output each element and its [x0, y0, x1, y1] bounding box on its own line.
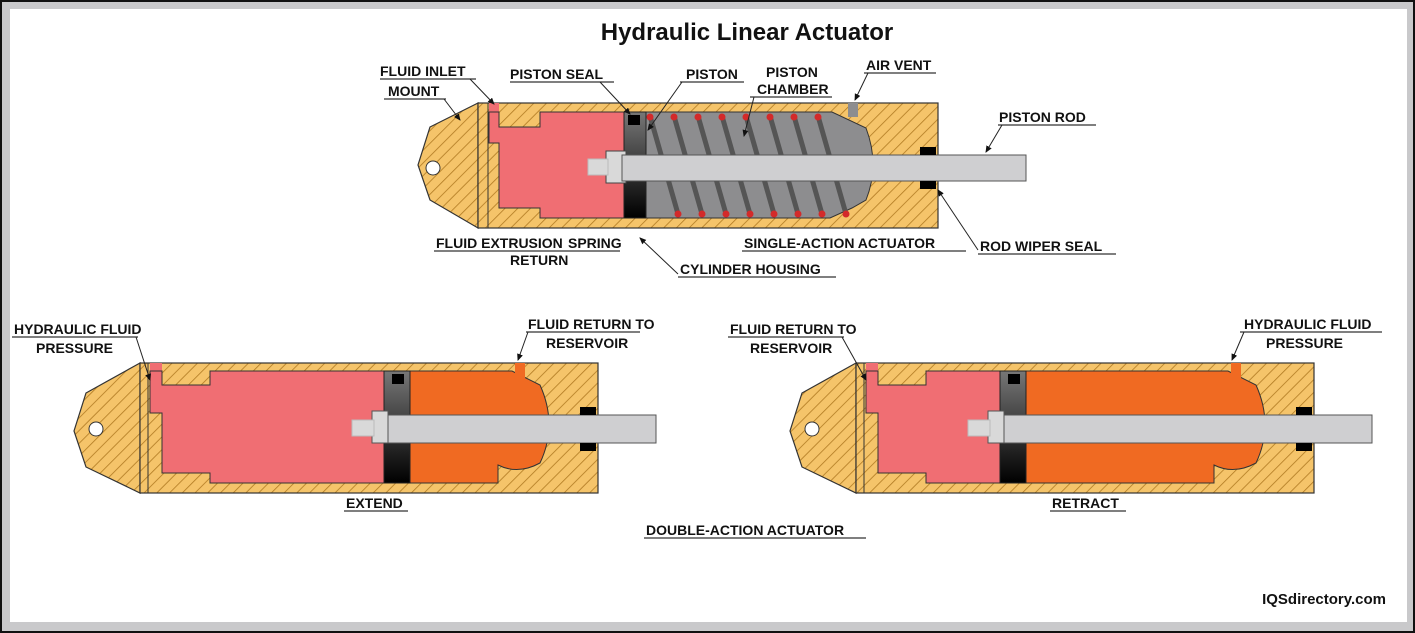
label-mount: MOUNT	[388, 83, 440, 99]
rod-wiper-seal	[920, 147, 936, 155]
label-rod-wiper-seal: ROD WIPER SEAL	[980, 238, 1103, 254]
label-single-action-actuator: SINGLE-ACTION ACTUATOR	[744, 235, 935, 251]
extend-right-label-line1: FLUID RETURN TO	[528, 316, 655, 332]
retract-right-label-line1: HYDRAULIC FLUID	[1244, 316, 1372, 332]
spring-coil-top	[790, 113, 798, 121]
rod-wiper-seal	[1296, 407, 1312, 415]
spring-coil-bottom	[722, 210, 730, 218]
label-piston: PISTON	[686, 66, 738, 82]
spring-coil-top	[670, 113, 678, 121]
retract-caption: RETRACT	[1052, 495, 1119, 511]
retract-left-label-line2: RESERVOIR	[750, 340, 832, 356]
mount-hole	[88, 421, 104, 437]
retract-right-label-line2: PRESSURE	[1266, 335, 1343, 351]
piston-seal	[392, 374, 404, 384]
rod-end	[351, 419, 375, 437]
double-action-retract	[789, 361, 1373, 494]
retract-left-label-line1: FLUID RETURN TO	[730, 321, 857, 337]
spring-coil-top	[646, 113, 654, 121]
spring-coil-top	[742, 113, 750, 121]
label-piston-chamber-line1: PISTON	[766, 64, 818, 80]
mount	[789, 361, 857, 494]
mount	[73, 361, 141, 494]
mount-hole	[425, 160, 441, 176]
extend-caption: EXTEND	[346, 495, 403, 511]
label-air-vent: AIR VENT	[866, 57, 932, 73]
label-piston-chamber-line2: CHAMBER	[757, 81, 829, 97]
spring-coil-bottom	[746, 210, 754, 218]
label-fluid-extrusion: FLUID EXTRUSION	[436, 235, 563, 251]
piston-rod	[1003, 414, 1373, 444]
label-piston-seal: PISTON SEAL	[510, 66, 604, 82]
extend-right-label-line2: RESERVOIR	[546, 335, 628, 351]
air-vent	[848, 103, 858, 117]
mount-hole	[804, 421, 820, 437]
spring-coil-bottom	[770, 210, 778, 218]
diagram-title: Hydraulic Linear Actuator	[601, 19, 894, 46]
label-piston-rod: PISTON ROD	[999, 109, 1086, 125]
label-fluid-inlet: FLUID INLET	[380, 63, 466, 79]
rod-wiper-seal-lower	[580, 443, 596, 451]
spring-coil-top	[694, 113, 702, 121]
label-cylinder-housing: CYLINDER HOUSING	[680, 261, 821, 277]
spring-coil-bottom	[794, 210, 802, 218]
rod-end	[967, 419, 991, 437]
rod-wiper-seal-lower	[920, 181, 936, 189]
rod-end	[587, 158, 609, 176]
extend-left-label-line1: HYDRAULIC FLUID	[14, 321, 142, 337]
spring-coil-bottom	[698, 210, 706, 218]
rod-wiper-seal	[580, 407, 596, 415]
piston-seal	[628, 115, 640, 125]
spring-coil-bottom	[674, 210, 682, 218]
fluid-inlet-port	[489, 103, 499, 115]
right-port	[515, 363, 525, 379]
double-action-caption: DOUBLE-ACTION ACTUATOR	[646, 522, 844, 538]
brand-watermark: IQSdirectory.com	[1262, 591, 1386, 608]
rod-wiper-seal-lower	[1296, 443, 1312, 451]
spring-coil-top	[766, 113, 774, 121]
spring-coil-top	[718, 113, 726, 121]
piston-rod	[621, 154, 1027, 182]
spring-coil-bottom	[842, 210, 850, 218]
label-spring-return-line1: SPRING	[568, 235, 622, 251]
piston-seal	[1008, 374, 1020, 384]
left-fluid-chamber	[149, 370, 385, 484]
double-action-extend	[73, 361, 657, 494]
right-port	[1231, 363, 1241, 379]
spring-coil-top	[814, 113, 822, 121]
extend-left-label-line2: PRESSURE	[36, 340, 113, 356]
spring-coil-bottom	[818, 210, 826, 218]
label-spring-return-line2: RETURN	[510, 252, 568, 268]
single-action-actuator: FLUID INLET MOUNT PISTON SEAL PISTON PIS…	[380, 57, 1116, 278]
piston-rod	[387, 414, 657, 444]
